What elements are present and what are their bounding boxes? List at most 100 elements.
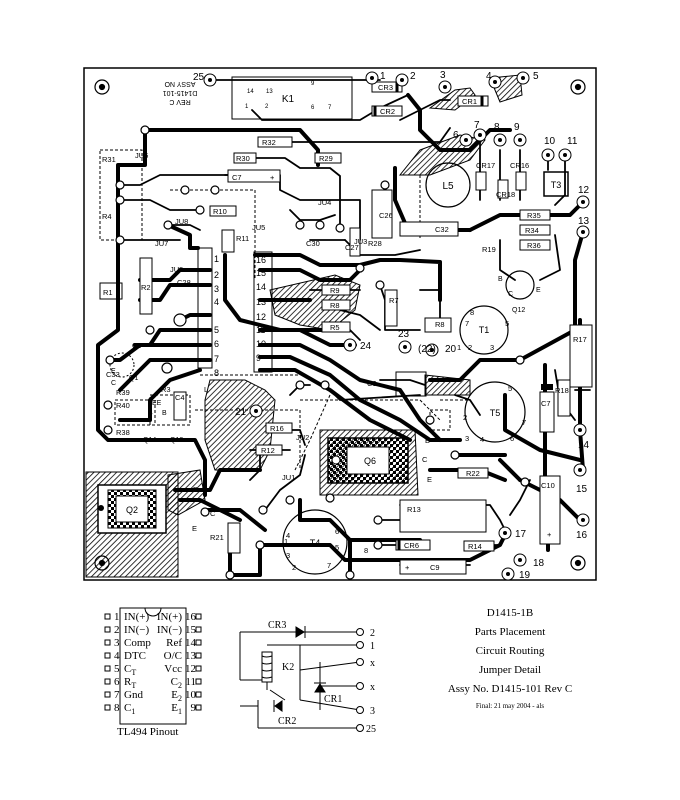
- silk-assy-line: ASSY NO: [164, 80, 196, 87]
- revision-date: Final: 21 may 2004 - als: [475, 702, 545, 710]
- svg-text:2: 2: [265, 104, 269, 110]
- svg-text:4: 4: [480, 435, 484, 444]
- svg-text:L: L: [204, 385, 208, 394]
- svg-text:5: 5: [335, 543, 339, 552]
- left-connector: 123 456 78: [197, 247, 219, 378]
- svg-text:CR2: CR2: [380, 107, 395, 116]
- svg-text:C: C: [508, 291, 513, 298]
- svg-text:1: 1: [214, 254, 219, 264]
- via-pads: [103, 125, 530, 580]
- svg-text:T3: T3: [551, 180, 562, 190]
- svg-text:CR16: CR16: [510, 161, 529, 170]
- svg-text:B: B: [193, 485, 198, 494]
- svg-text:5: 5: [505, 319, 509, 328]
- svg-text:4: 4: [214, 297, 219, 307]
- board-outline: [83, 67, 597, 581]
- svg-text:14: 14: [578, 440, 590, 451]
- drawing-number: D1415-1B: [486, 607, 534, 619]
- k1-relay: K1 14 13 9 6 7 1 2: [231, 76, 353, 120]
- svg-text:2: 2: [463, 413, 467, 422]
- svg-text:R9: R9: [330, 286, 340, 295]
- assembly-number: Assy No. D1415-101 Rev C: [447, 683, 573, 695]
- svg-text:R19: R19: [482, 245, 496, 254]
- svg-text:+: +: [547, 530, 552, 539]
- svg-text:6: 6: [335, 527, 339, 536]
- title-line-jumper: Jumper Detail: [478, 664, 541, 676]
- svg-text:C28: C28: [177, 278, 191, 287]
- svg-text:JU4: JU4: [318, 198, 331, 207]
- svg-text:14: 14: [247, 89, 254, 95]
- title-line-routing: Circuit Routing: [475, 645, 545, 657]
- svg-text:R18: R18: [555, 386, 569, 395]
- svg-text:R36: R36: [527, 241, 541, 250]
- svg-text:23: 23: [398, 329, 410, 340]
- svg-text:R35: R35: [527, 211, 541, 220]
- svg-text:C7: C7: [232, 173, 242, 182]
- svg-text:JU9: JU9: [170, 265, 183, 274]
- svg-text:R22: R22: [466, 469, 480, 478]
- svg-text:C10: C10: [541, 481, 555, 490]
- svg-text:2: 2: [292, 563, 296, 572]
- svg-text:9: 9: [514, 122, 520, 133]
- svg-text:R8: R8: [435, 320, 445, 329]
- svg-text:1: 1: [380, 71, 386, 82]
- svg-text:R3: R3: [161, 385, 171, 394]
- title-block: D1415-1B Parts Placement Circuit Routing…: [420, 604, 600, 713]
- svg-text:3: 3: [286, 551, 290, 560]
- svg-text:R10: R10: [213, 207, 227, 216]
- svg-text:12: 12: [256, 312, 266, 322]
- svg-text:E: E: [536, 287, 541, 294]
- svg-text:14: 14: [256, 282, 266, 292]
- svg-text:JU6: JU6: [135, 151, 148, 160]
- svg-text:19: 19: [519, 570, 531, 581]
- svg-text:16: 16: [256, 255, 266, 265]
- svg-text:R7: R7: [389, 296, 399, 305]
- svg-text:15: 15: [256, 268, 266, 278]
- svg-text:13: 13: [578, 216, 590, 227]
- svg-text:R2: R2: [141, 283, 151, 292]
- svg-text:3: 3: [490, 343, 494, 352]
- svg-text:16: 16: [576, 530, 588, 541]
- svg-text:T5: T5: [490, 408, 501, 418]
- svg-text:Q13: Q13: [170, 437, 183, 444]
- svg-text:CR18: CR18: [496, 190, 515, 199]
- svg-text:E: E: [111, 368, 116, 375]
- svg-text:18: 18: [533, 558, 545, 569]
- svg-text:R4: R4: [102, 212, 112, 221]
- svg-text:12: 12: [578, 185, 590, 196]
- silk-assy-text: ASSY NO D1415-101 REV C: [163, 80, 198, 105]
- svg-text:T4: T4: [310, 538, 321, 548]
- svg-text:R13: R13: [407, 505, 421, 514]
- svg-text:8: 8: [470, 308, 474, 317]
- transformers: L5 T1 T5 T4 T3: [282, 162, 569, 575]
- svg-text:R16: R16: [270, 424, 284, 433]
- svg-text:JU2: JU2: [296, 433, 309, 442]
- svg-text:1: 1: [284, 537, 288, 546]
- svg-text:CR3: CR3: [378, 83, 393, 92]
- svg-text:8: 8: [214, 368, 219, 378]
- svg-text:K1: K1: [282, 94, 295, 105]
- numbered-pads: 25 1 2 3 4 5 6 7 8 9 10 11 12 13 14 15 1…: [193, 70, 590, 581]
- svg-text:C30: C30: [306, 239, 320, 248]
- svg-text:17: 17: [515, 529, 527, 540]
- svg-text:11: 11: [567, 136, 578, 147]
- svg-text:7: 7: [328, 105, 332, 111]
- capacitors: C7+ C26 C32 C27 C3 C4 C7 C10+ C9+ C30 C5…: [106, 169, 561, 575]
- svg-text:JU8: JU8: [175, 217, 188, 226]
- svg-text:1: 1: [457, 343, 461, 352]
- svg-text:R1: R1: [103, 288, 113, 297]
- resistors: R32 R30 R29 R10 R11 R2 R9 R8 R5 R7 R8 R3…: [99, 136, 593, 554]
- svg-text:R17: R17: [573, 335, 587, 344]
- svg-text:6: 6: [311, 105, 315, 111]
- svg-text:B: B: [148, 410, 153, 417]
- svg-text:Q6: Q6: [364, 456, 376, 466]
- svg-text:R21: R21: [210, 533, 224, 542]
- svg-text:JU3: JU3: [354, 237, 367, 246]
- svg-text:3: 3: [440, 70, 446, 81]
- svg-text:CR6: CR6: [404, 541, 419, 550]
- svg-text:9: 9: [311, 81, 315, 87]
- svg-text:Q1: Q1: [129, 375, 138, 382]
- svg-text:R31: R31: [102, 155, 116, 164]
